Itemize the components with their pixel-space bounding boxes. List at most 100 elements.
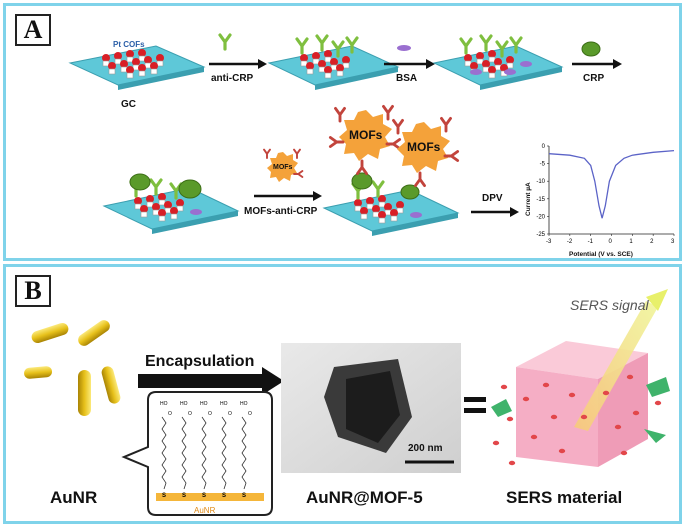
sulfur-label: S bbox=[222, 493, 226, 499]
sers-cube bbox=[491, 289, 670, 467]
scale-bar-label: 200 nm bbox=[408, 443, 443, 454]
crp-icon bbox=[581, 41, 601, 57]
sers-red-dot bbox=[550, 414, 558, 420]
hydroxyl-label: HO bbox=[220, 401, 228, 407]
bsa-label: BSA bbox=[396, 73, 417, 84]
step-dpv: DPV bbox=[471, 193, 519, 217]
mofs-large-label-2: MOFs bbox=[407, 140, 441, 154]
x-tick-label: 1 bbox=[629, 239, 633, 245]
sers-red-dot bbox=[522, 396, 530, 402]
anti-crp-label: anti-CRP bbox=[211, 73, 254, 84]
x-tick-label: -1 bbox=[588, 239, 594, 245]
aunr-mof-label: AuNR@MOF-5 bbox=[306, 488, 423, 507]
sulfur-label: S bbox=[182, 493, 186, 499]
sers-red-dot bbox=[500, 384, 508, 390]
y-tick-label: -20 bbox=[536, 214, 545, 220]
equals-sign bbox=[464, 397, 486, 413]
panel-a-diagram: Pt COFs GC anti-CRP BSA bbox=[68, 33, 675, 258]
hydroxyl-label: HO bbox=[160, 401, 168, 407]
sers-red-dot bbox=[602, 390, 610, 396]
dpv-label: DPV bbox=[482, 193, 503, 204]
sers-red-dot bbox=[568, 392, 576, 398]
electrode-crp bbox=[102, 173, 240, 234]
step-crp: CRP bbox=[572, 41, 622, 84]
step-bsa: BSA bbox=[384, 45, 435, 84]
x-tick-label: 3 bbox=[671, 239, 675, 245]
mof-icon: MOFs bbox=[263, 148, 304, 182]
panel-b-label: B bbox=[15, 275, 51, 307]
sulfur-label: S bbox=[202, 493, 206, 499]
oxygen-label: O bbox=[168, 411, 172, 417]
crp-label: CRP bbox=[583, 73, 604, 84]
mofs-anti-crp-label: MOFs-anti-CRP bbox=[244, 206, 318, 217]
sers-red-dot bbox=[654, 400, 662, 406]
antibody-icon bbox=[218, 33, 232, 51]
sers-red-dot bbox=[620, 450, 628, 456]
encapsulation-arrow: Encapsulation bbox=[138, 353, 284, 395]
oxygen-label: O bbox=[188, 411, 192, 417]
aunr-surface bbox=[156, 493, 264, 501]
encapsulation-label: Encapsulation bbox=[145, 353, 254, 370]
ligand-chain bbox=[161, 416, 167, 490]
aunr-label: AuNR bbox=[50, 488, 97, 507]
oxygen-label: O bbox=[208, 411, 212, 417]
pt-cofs-label: Pt COFs bbox=[113, 40, 145, 49]
electrode-antibody bbox=[267, 34, 400, 90]
gc-label: GC bbox=[121, 99, 136, 110]
sers-red-dot bbox=[580, 414, 588, 420]
sers-beam bbox=[574, 301, 658, 431]
ligand-chain bbox=[181, 416, 187, 490]
sulfur-label: S bbox=[162, 493, 166, 499]
step-mofs-anti-crp: MOFs MOFs-anti-CRP bbox=[244, 148, 322, 217]
sers-dots bbox=[492, 374, 662, 466]
mofs-small-label: MOFs bbox=[273, 164, 293, 171]
tem-image: 200 nm bbox=[281, 343, 461, 473]
ligand-chain bbox=[201, 416, 207, 490]
sers-red-dot bbox=[626, 374, 634, 380]
sulfur-label: S bbox=[242, 493, 246, 499]
x-tick-label: -3 bbox=[546, 239, 552, 245]
sers-red-dot bbox=[508, 460, 516, 466]
electrode-gc: Pt COFs GC bbox=[68, 40, 206, 110]
panel-a: A Pt COFs GC bbox=[3, 3, 682, 261]
y-tick-label: -25 bbox=[536, 232, 545, 238]
oxygen-label: O bbox=[248, 411, 252, 417]
x-axis-label: Potential (V vs. SCE) bbox=[569, 251, 633, 258]
sers-red-dot bbox=[506, 416, 514, 422]
sers-material-label: SERS material bbox=[506, 488, 622, 507]
hydroxyl-label: HO bbox=[180, 401, 188, 407]
y-tick-label: -5 bbox=[540, 162, 546, 168]
electrode-bsa bbox=[432, 34, 564, 90]
panel-b: B AuNR En bbox=[3, 264, 682, 524]
hydroxyl-label: HO bbox=[240, 401, 248, 407]
step-anti-crp: anti-CRP bbox=[209, 33, 267, 84]
ligand-chain bbox=[241, 416, 247, 490]
x-tick-label: 0 bbox=[609, 239, 613, 245]
mofs-large-label-1: MOFs bbox=[349, 128, 383, 142]
y-axis-label: Current µA bbox=[525, 182, 532, 216]
hydroxyl-label: HO bbox=[200, 401, 208, 407]
x-tick-label: -2 bbox=[567, 239, 573, 245]
green-shard-1 bbox=[646, 377, 670, 397]
panel-b-diagram: AuNR Encapsulation AuNR HOOSHOOSHOOSHOOS… bbox=[24, 289, 670, 516]
sers-red-dot bbox=[542, 382, 550, 388]
sers-signal-label: SERS signal bbox=[570, 297, 649, 313]
ligand-chain bbox=[221, 416, 227, 490]
sers-red-dot bbox=[492, 440, 500, 446]
y-tick-label: -10 bbox=[536, 179, 545, 185]
electrode-sandwich: MOFs MOFs bbox=[322, 104, 460, 236]
sers-red-dot bbox=[558, 448, 566, 454]
y-tick-label: -15 bbox=[536, 197, 545, 203]
gold-nanorods bbox=[24, 320, 121, 416]
y-tick-label: 0 bbox=[542, 144, 546, 150]
sers-red-dot bbox=[530, 434, 538, 440]
dpv-series-line bbox=[548, 149, 675, 219]
bsa-icon bbox=[397, 45, 411, 51]
oxygen-label: O bbox=[228, 411, 232, 417]
aunr-surface-label: AuNR bbox=[194, 506, 216, 515]
x-tick-label: 2 bbox=[650, 239, 654, 245]
panel-a-label: A bbox=[15, 14, 51, 46]
